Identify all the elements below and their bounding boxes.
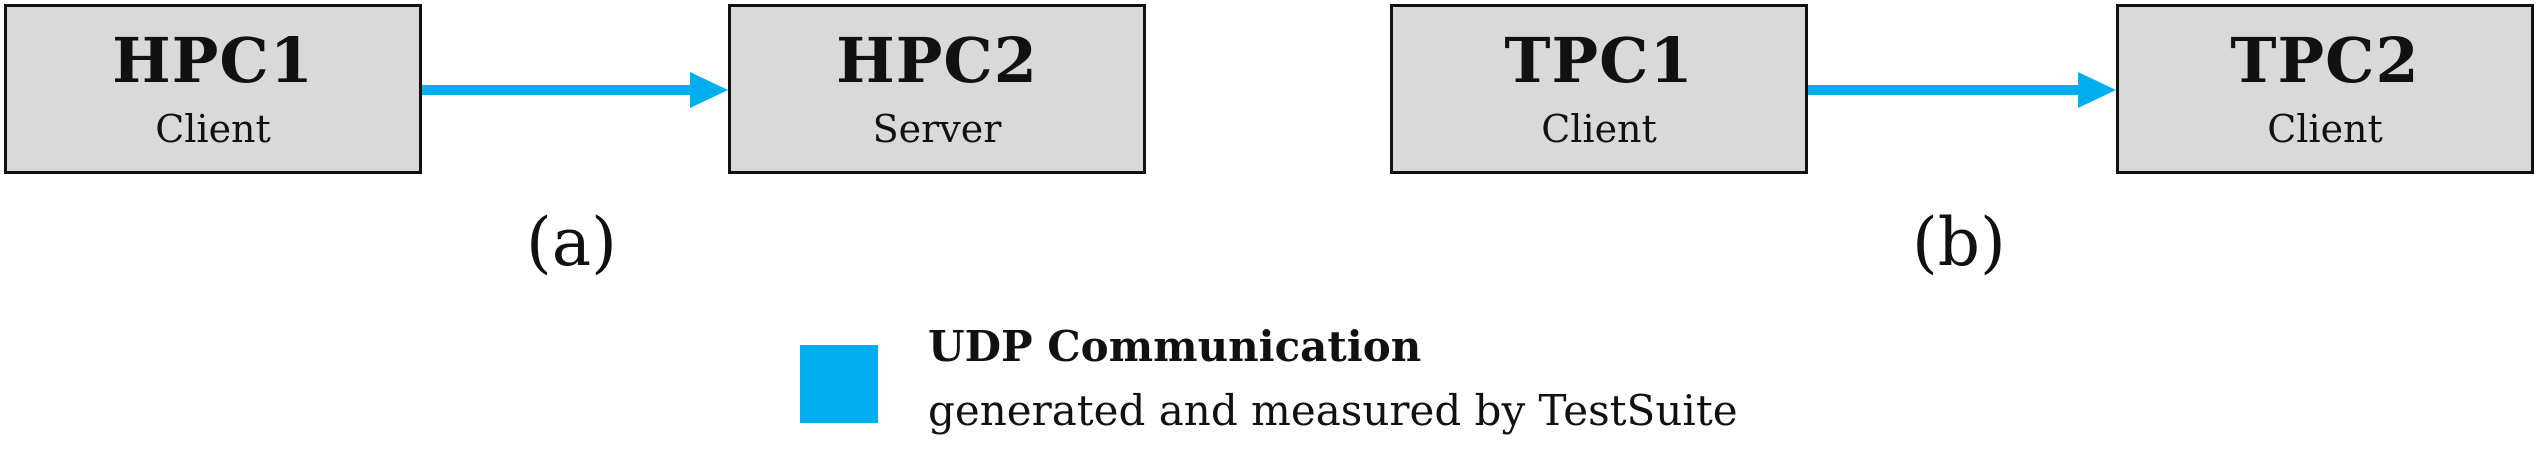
arrow-shaft — [1808, 85, 2082, 95]
node-role: Client — [155, 107, 271, 151]
node-title: TPC2 — [2230, 24, 2420, 97]
node-role: Client — [1541, 107, 1657, 151]
legend-title: UDP Communication — [928, 322, 1422, 371]
subfigure-label-a: (a) — [526, 204, 617, 281]
node-role: Server — [872, 107, 1002, 151]
udp-arrow-a — [422, 72, 728, 108]
udp-arrow-b — [1808, 72, 2116, 108]
node-title: HPC2 — [836, 24, 1038, 97]
node-hpc2: HPC2 Server — [728, 4, 1146, 174]
node-role: Client — [2267, 107, 2383, 151]
node-title: TPC1 — [1504, 24, 1694, 97]
node-title: HPC1 — [112, 24, 314, 97]
node-hpc1: HPC1 Client — [4, 4, 422, 174]
legend-swatch — [800, 345, 878, 423]
node-tpc2: TPC2 Client — [2116, 4, 2534, 174]
subfigure-label-b: (b) — [1912, 204, 2006, 281]
arrow-shaft — [422, 85, 694, 95]
node-tpc1: TPC1 Client — [1390, 4, 1808, 174]
arrow-head-icon — [690, 72, 728, 108]
legend-description: generated and measured by TestSuite — [928, 386, 1738, 435]
arrow-head-icon — [2078, 72, 2116, 108]
